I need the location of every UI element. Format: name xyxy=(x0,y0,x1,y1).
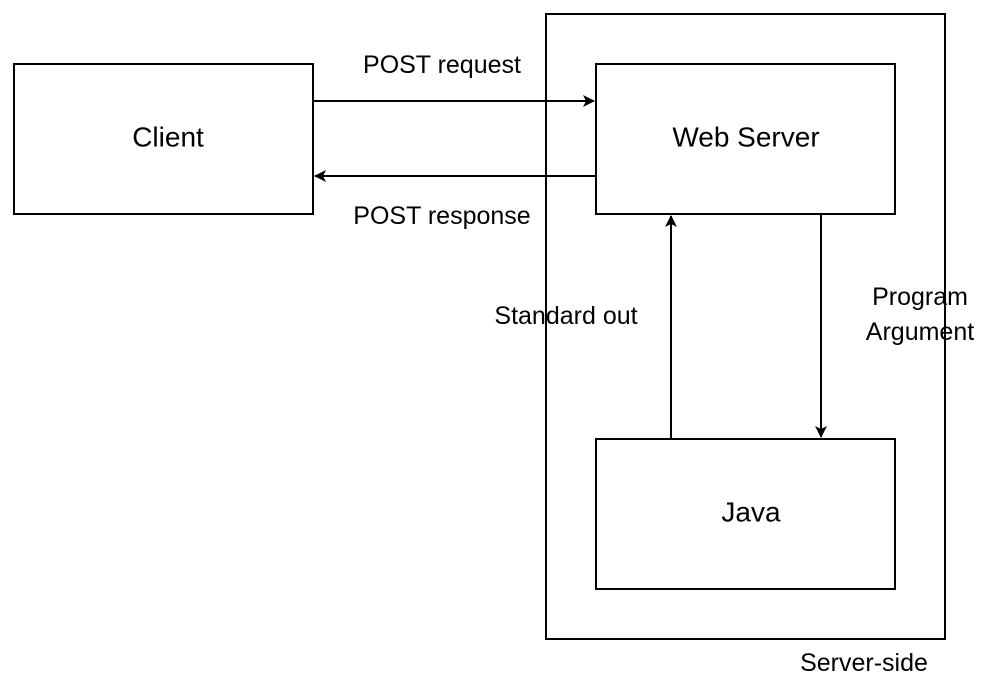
web-server-label: Web Server xyxy=(672,121,819,152)
web-server-box xyxy=(595,63,896,215)
program-argument-label-line2: Argument xyxy=(866,318,974,346)
standard-out-label: Standard out xyxy=(494,302,637,330)
client-label: Client xyxy=(132,121,204,152)
server-side-group xyxy=(545,13,946,640)
post-response-label: POST response xyxy=(353,202,530,230)
post-request-label: POST request xyxy=(363,51,521,79)
java-label: Java xyxy=(721,496,781,527)
program-argument-label-line1: Program xyxy=(872,283,968,311)
server-side-label: Server-side xyxy=(800,649,928,677)
client-box xyxy=(13,63,314,215)
java-box xyxy=(595,438,896,590)
